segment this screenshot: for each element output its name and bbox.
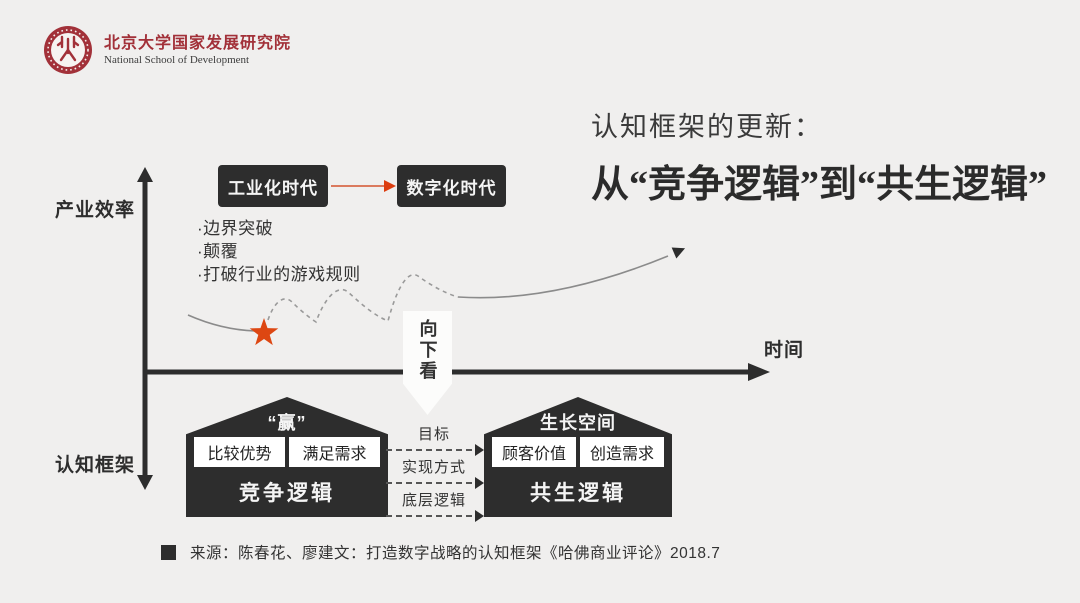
square-bullet-icon: [161, 544, 176, 560]
flow-label-logic: 底层逻辑: [401, 492, 466, 509]
org-name-block: 北京大学国家发展研究院 National School of Developme…: [104, 34, 291, 67]
house-cell: 创造需求: [580, 437, 664, 467]
bullet-item: ·边界突破: [197, 219, 274, 238]
x-axis: [145, 363, 770, 381]
era-arrow-icon: [331, 180, 396, 192]
x-axis-label: 时间: [764, 340, 805, 361]
source-line: 来源：陈春花、廖建文：打造数字战略的认知框架《哈佛商业评论》2018.7: [161, 541, 720, 563]
org-name-cn: 北京大学国家发展研究院: [104, 34, 292, 52]
house-cell: 满足需求: [289, 437, 380, 467]
growth-curve: [457, 247, 686, 299]
house-cell: 顾客价值: [492, 437, 576, 467]
pku-seal-icon: [44, 26, 92, 74]
house-left-roof-label: “赢”: [267, 413, 307, 433]
era-box-industrial: 工业化时代: [218, 165, 328, 207]
house-symbiosis: 生长空间 顾客价值 创造需求 共生逻辑: [484, 397, 672, 517]
flow-mapping: 目标 实现方式 底层逻辑: [386, 426, 484, 525]
title-block: 认知框架的更新： 从“竞争逻辑”到“共生逻辑”: [591, 105, 1051, 208]
source-text: 来源：陈春花、廖建文：打造数字战略的认知框架《哈佛商业评论》2018.7: [190, 545, 721, 562]
house-left-base-label: 竞争逻辑: [239, 482, 335, 505]
flow-label-method: 实现方式: [401, 459, 466, 476]
star-icon: [249, 318, 279, 346]
house-left-cells: 比较优势 满足需求: [186, 437, 388, 467]
house-cell: 比较优势: [194, 437, 285, 467]
house-right-base-label: 共生逻辑: [530, 482, 626, 505]
y-axis-bottom-label: 认知框架: [55, 455, 136, 476]
flow-label-goal: 目标: [417, 426, 450, 443]
intro-curve: [187, 314, 257, 332]
bullet-item: ·打破行业的游戏规则: [197, 265, 361, 284]
y-axis: [137, 167, 153, 490]
title-subtitle: 认知框架的更新：: [591, 112, 823, 142]
header: 北京大学国家发展研究院 National School of Developme…: [42, 24, 291, 76]
bullet-item: ·颠覆: [197, 242, 239, 261]
dashed-arrow-icon: [386, 444, 484, 456]
era-bullet-list: ·边界突破 ·颠覆 ·打破行业的游戏规则: [197, 217, 361, 286]
era-box-digital: 数字化时代: [397, 165, 506, 207]
dashed-arrow-icon: [386, 510, 484, 522]
look-down-badge: 向下看: [403, 311, 452, 415]
house-right-roof-label: 生长空间: [540, 413, 616, 433]
house-competition: “赢” 比较优势 满足需求 竞争逻辑: [186, 397, 388, 517]
org-name-en: National School of Development: [104, 53, 250, 66]
dashed-arrow-icon: [386, 477, 484, 489]
y-axis-label: 产业效率: [55, 200, 136, 221]
look-down-label: 向下看: [417, 319, 438, 382]
title-main: 从“竞争逻辑”到“共生逻辑”: [591, 164, 1048, 206]
house-right-cells: 顾客价值 创造需求: [484, 437, 672, 467]
